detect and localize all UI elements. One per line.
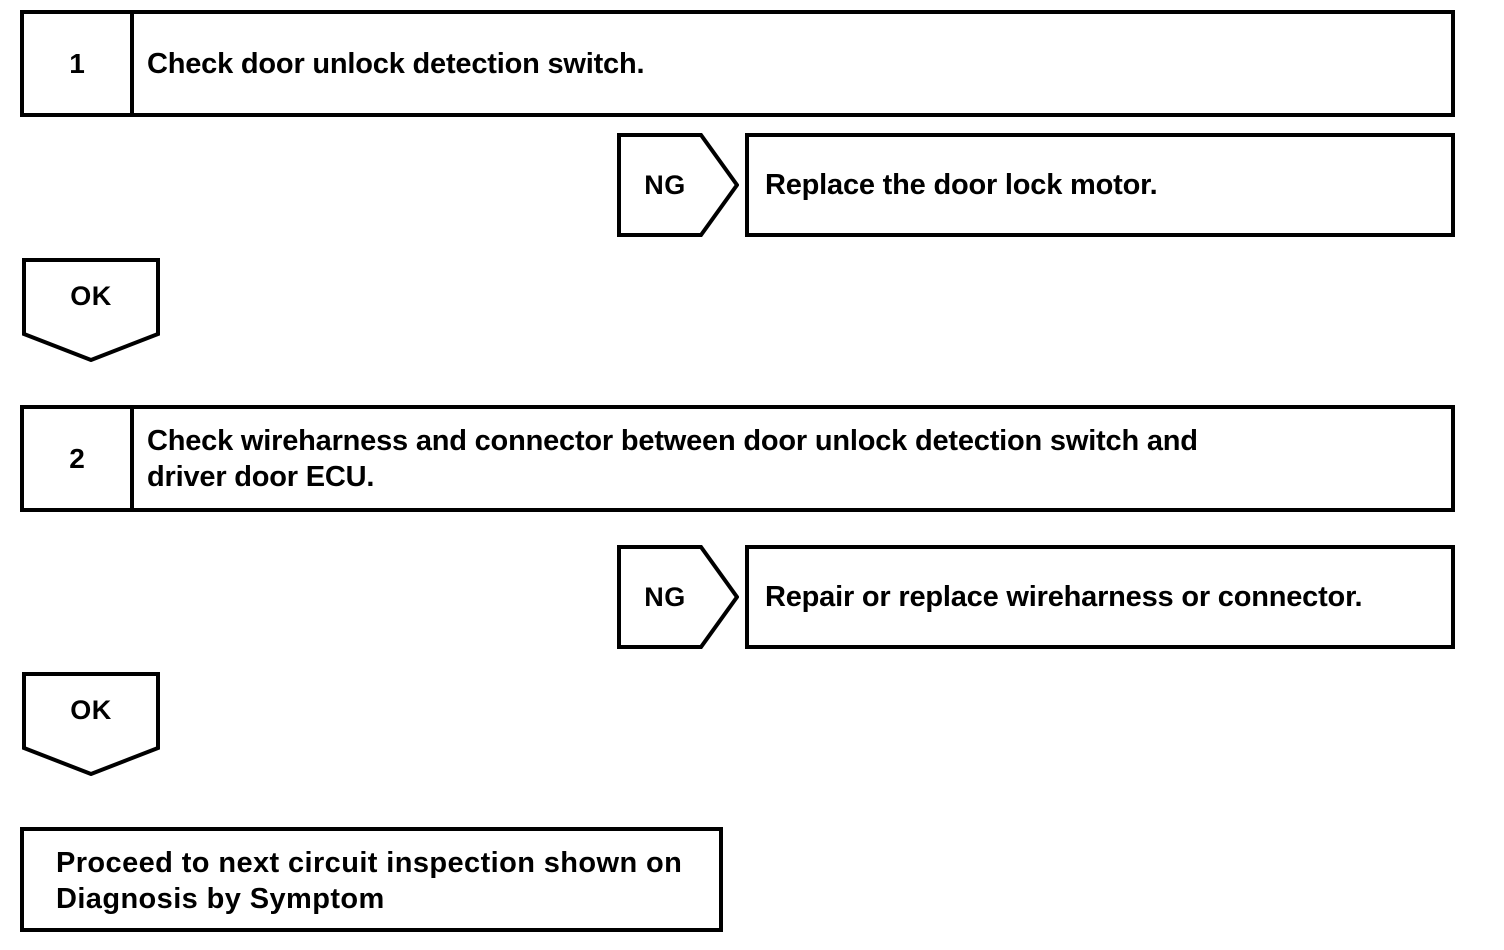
step-2-line-2: driver door ECU. xyxy=(147,460,375,493)
step-box-1: 1 Check door unlock detection switch. xyxy=(20,10,1455,117)
ng-arrow-2-label: NG xyxy=(644,581,686,612)
final-line-1: Proceed to next circuit inspection shown… xyxy=(56,847,683,879)
ng-arrow-1: NG xyxy=(617,133,739,237)
ng-action-box-2: Repair or replace wireharness or connect… xyxy=(745,545,1455,649)
ok-arrow-1: OK xyxy=(22,258,160,362)
step-number-2: 2 xyxy=(24,409,134,508)
step-text-2: Check wireharness and connector between … xyxy=(134,409,1451,508)
ng-action-box-1: Replace the door lock motor. xyxy=(745,133,1455,237)
step-box-2: 2 Check wireharness and connector betwee… xyxy=(20,405,1455,512)
step-number-1: 1 xyxy=(24,14,134,113)
ok-arrow-1-label: OK xyxy=(70,280,112,311)
step-2-line-1: Check wireharness and connector between … xyxy=(147,424,1198,457)
final-outcome-box: Proceed to next circuit inspection shown… xyxy=(20,827,723,932)
ng-action-1-line-1: Replace the door lock motor. xyxy=(765,169,1158,201)
step-1-line-1: Check door unlock detection switch. xyxy=(147,47,645,80)
step-text-1: Check door unlock detection switch. xyxy=(134,14,1451,113)
ng-action-2-line-1: Repair or replace wireharness or connect… xyxy=(765,581,1363,613)
final-line-2: Diagnosis by Symptom xyxy=(56,883,385,915)
ng-arrow-2: NG xyxy=(617,545,739,649)
ng-arrow-1-label: NG xyxy=(644,169,686,200)
ok-arrow-2-label: OK xyxy=(70,694,112,725)
ok-arrow-2: OK xyxy=(22,672,160,776)
